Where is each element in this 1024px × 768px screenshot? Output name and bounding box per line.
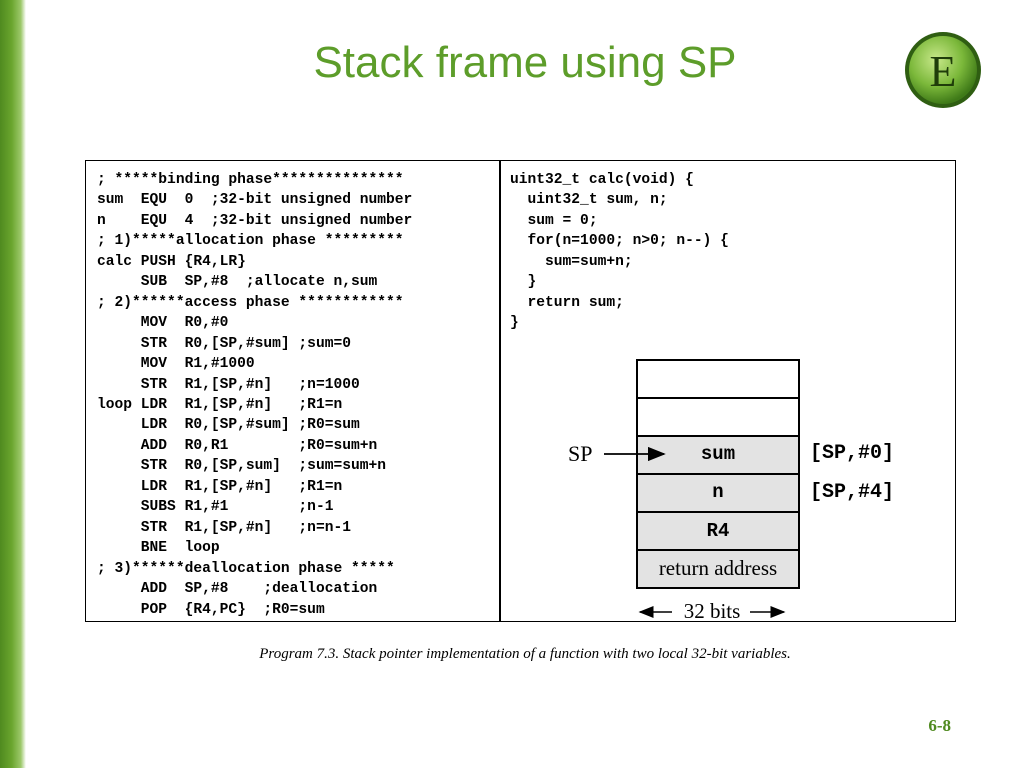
- assembly-code: ; *****binding phase*************** sum …: [97, 172, 413, 618]
- stack-cell-n-label: n: [712, 481, 723, 503]
- c-source-code: uint32_t calc(void) { uint32_t sum, n; s…: [510, 172, 729, 332]
- stack-cell-sum-label: sum: [701, 443, 735, 465]
- offset-sum-label: [SP,#0]: [810, 442, 894, 465]
- offset-n-label: [SP,#4]: [810, 481, 894, 504]
- slide-number: 6-8: [928, 716, 951, 735]
- left-accent-bar: [0, 0, 26, 768]
- code-table: ; *****binding phase*************** sum …: [85, 160, 956, 622]
- logo-letter: E: [930, 47, 957, 96]
- table-divider: [499, 161, 501, 621]
- width-label: 32 bits: [684, 599, 741, 623]
- stack-cell-empty-1: [636, 359, 800, 399]
- stack-cell-empty-2: [636, 397, 800, 437]
- stack-cell-r4-label: R4: [707, 520, 730, 542]
- sp-label: SP: [568, 441, 592, 466]
- slide-title: Stack frame using SP: [313, 38, 737, 87]
- textbook-logo-icon: E: [905, 32, 981, 108]
- stack-cell-return-address-label: return address: [659, 556, 777, 580]
- stack-cell-n: [636, 473, 800, 513]
- stack-frame-diagram: sum n R4 return address SP [SP,#0] [SP,#…: [568, 359, 894, 623]
- stack-cell-return-address: [636, 549, 800, 589]
- figure-caption: Program 7.3. Stack pointer implementatio…: [259, 646, 791, 662]
